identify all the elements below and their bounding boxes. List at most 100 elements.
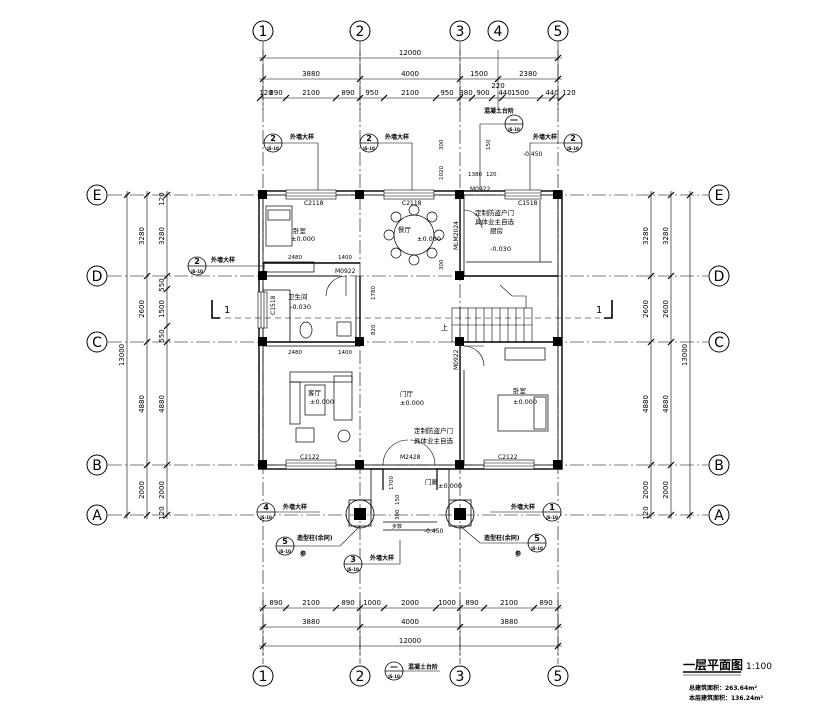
- svg-text:1020: 1020: [439, 166, 445, 180]
- window-code: C2118: [304, 200, 324, 207]
- porch: [345, 469, 475, 531]
- axis-bottom-5: 5: [554, 669, 563, 685]
- svg-text:1: 1: [549, 503, 555, 512]
- dim-left-detail: 3280: [158, 227, 166, 245]
- dim-bottom-detail: 2100: [500, 599, 518, 607]
- room-name: 定制防盗户门: [414, 426, 453, 435]
- window-code: C1518: [518, 200, 538, 207]
- level-back: -0.450: [523, 151, 543, 158]
- dim-bottom-detail: 1000: [363, 599, 381, 607]
- dim-top-detail: 890: [341, 89, 354, 97]
- dimension-texts: 12000 3880 4000 1500 2380 220 120 890 21…: [259, 49, 575, 645]
- windows: [257, 189, 542, 470]
- dim-right-detail: 4880: [642, 395, 650, 413]
- dim-top-detail: 950: [440, 89, 453, 97]
- axis-top-5: 5: [554, 24, 563, 40]
- window-code: C2122: [300, 454, 320, 461]
- svg-text:1700: 1700: [389, 476, 395, 490]
- up-mark: 上: [441, 323, 448, 332]
- room-name: 定制防盗户门: [475, 208, 514, 217]
- axis-right-A: A: [714, 508, 724, 524]
- dim-top-seg: 2380: [519, 70, 537, 78]
- section-marks: [211, 300, 613, 319]
- svg-text:150: 150: [486, 139, 492, 150]
- room-name: 客厅: [308, 388, 322, 397]
- svg-text:1780: 1780: [371, 286, 377, 300]
- section-mark-left: 1: [224, 305, 230, 316]
- furniture: [263, 200, 552, 443]
- dimension-lines: [123, 50, 694, 656]
- svg-text:JS-10: JS-10: [190, 269, 203, 274]
- area-floor: 本层建筑面积：136.24m²: [689, 694, 763, 702]
- axis-left-D: D: [92, 269, 103, 285]
- concrete-step-label: 混凝土台阶: [484, 107, 514, 115]
- room-note: 具体业主自选: [414, 436, 454, 445]
- dim-top-detail: 440: [545, 89, 558, 97]
- dim-left-detail: 1500: [158, 300, 166, 318]
- svg-text:JS-10: JS-10: [278, 549, 291, 554]
- axis-bottom-3: 3: [456, 669, 465, 685]
- room-name: 门廊: [425, 477, 439, 486]
- room-labels: 卧室 ±0.000 餐厅 ±0.000 定制防盗户门 具体业主自选 厨房 -0.…: [288, 208, 537, 490]
- svg-text:2: 2: [194, 257, 200, 266]
- walls: [258, 190, 563, 470]
- dimension-texts-vertical: 13000 3280 2600 4880 2000 3280 550 1500 …: [118, 192, 689, 519]
- wall-detail-label: 外墙大样: [369, 554, 394, 562]
- axis-right-C: C: [714, 335, 724, 351]
- dim-left-detail: 550: [158, 329, 166, 342]
- svg-text:150: 150: [395, 494, 401, 505]
- dim-top-detail: 2100: [401, 89, 419, 97]
- room-name: 卧室: [293, 226, 307, 235]
- dim-left-seg: 2000: [138, 481, 146, 499]
- dim-top-detail: 380: [459, 89, 472, 97]
- svg-text:300: 300: [439, 259, 445, 270]
- svg-text:JS-10: JS-10: [545, 515, 558, 520]
- dim-top-detail: 890: [269, 89, 282, 97]
- svg-text:2: 2: [570, 134, 576, 143]
- dim-bottom-detail: 2000: [401, 599, 419, 607]
- svg-text:3: 3: [350, 555, 356, 564]
- room-name: 餐厅: [398, 225, 412, 234]
- room-name: 卫生间: [288, 292, 308, 301]
- dim-top-seg: 4000: [401, 70, 419, 78]
- svg-text:1400: 1400: [338, 255, 352, 261]
- room-level: ±0.000: [310, 398, 334, 406]
- dim-top-detail: 2100: [302, 89, 320, 97]
- svg-text:5: 5: [282, 537, 288, 546]
- opening-codes: C2118 C2118 C1518 M0922 MLM2024 M0922 C1…: [270, 186, 538, 461]
- svg-text:JS-10: JS-10: [259, 515, 272, 520]
- callout-texts: 2 JS-10 外墙大样 2 JS-10 外墙大样 2 JS-10 外墙大样 2…: [190, 107, 602, 679]
- svg-text:—: —: [390, 662, 398, 671]
- dim-bottom-detail: 2100: [302, 599, 320, 607]
- door-code: M2428: [400, 454, 421, 461]
- dim-bottom-seg: 3880: [302, 618, 320, 626]
- room-level: -0.030: [490, 245, 511, 253]
- wall-detail-label: 外墙大样: [532, 133, 557, 141]
- leader-lines: [206, 123, 564, 672]
- dim-left-seg: 2600: [138, 300, 146, 318]
- door-code: M0922: [470, 186, 491, 193]
- dim-left-detail: 2000: [158, 481, 166, 499]
- dim-left-seg: 3280: [138, 227, 146, 245]
- level-front: -0.450: [424, 528, 444, 535]
- dim-bottom-detail: 890: [465, 599, 478, 607]
- dim-bottom-detail: 890: [269, 599, 282, 607]
- stairs: [451, 284, 533, 343]
- dim-right-detail: 2000: [642, 481, 650, 499]
- dim-top-detail: 120: [562, 89, 575, 97]
- svg-text:820: 820: [371, 324, 377, 335]
- axis-left-E: E: [93, 188, 102, 204]
- svg-text:JS-10: JS-10: [566, 146, 579, 151]
- axis-right-D: D: [714, 269, 725, 285]
- callout-symbols: [187, 114, 583, 681]
- porch-walls: [371, 468, 449, 490]
- svg-text:1380: 1380: [468, 172, 482, 178]
- axis-right-B: B: [714, 458, 724, 474]
- pillar-label: 造型柱(余同): [484, 534, 520, 542]
- svg-text:JS-10: JS-10: [266, 146, 279, 151]
- dim-bottom-detail: 890: [539, 599, 552, 607]
- svg-text:JS-10: JS-10: [530, 546, 543, 551]
- room-level: ±0.000: [513, 398, 537, 406]
- svg-text:4: 4: [263, 503, 269, 512]
